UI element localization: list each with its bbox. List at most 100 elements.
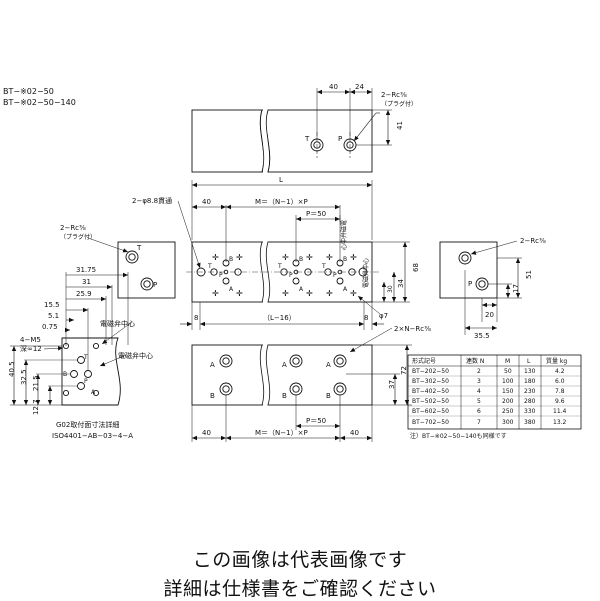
svg-text:7: 7 xyxy=(477,419,481,426)
front-dim-p50: P＝50 xyxy=(306,210,326,218)
g02-dim-127: 12.7 xyxy=(32,399,40,415)
svg-text:BT−402−50: BT−402−50 xyxy=(412,388,449,395)
svg-text:280: 280 xyxy=(524,398,536,405)
left-port-t: T xyxy=(136,244,142,252)
left-plug-note: （プラグ付） xyxy=(60,233,96,241)
top-port-note: 2−Rc⅜ xyxy=(381,91,407,99)
svg-text:✛: ✛ xyxy=(306,289,313,298)
svg-text:13.2: 13.2 xyxy=(553,419,567,426)
model-title-2: BT−※02−50−140 xyxy=(3,98,76,107)
bottom-port-a-2: A xyxy=(282,361,287,369)
right-dim-17: 17 xyxy=(512,284,520,293)
bottom-dim-p50: P＝50 xyxy=(306,417,326,425)
svg-text:150: 150 xyxy=(502,388,514,395)
front-center-note: 心中弁磁電 xyxy=(340,220,348,250)
table-note: 注）BT−※02−50−140も同様です xyxy=(410,432,507,440)
svg-text:P: P xyxy=(84,378,88,385)
svg-text:✛: ✛ xyxy=(350,253,357,262)
g02-dim-405: 40.5 xyxy=(8,361,16,377)
svg-text:A: A xyxy=(299,286,304,293)
front-dim-34: 34 xyxy=(397,279,405,288)
front-dim-8-right: 8 xyxy=(364,314,368,322)
g02-center-1: 電磁弁中心 xyxy=(100,319,135,328)
right-port-note: 2−Rc⅜ xyxy=(520,237,546,245)
table-row: BT−502−50 5 200 280 9.6 xyxy=(412,398,565,405)
svg-text:2: 2 xyxy=(477,368,481,375)
g02-dim-215: 21.5 xyxy=(32,375,40,391)
g02-port-labels: T B P A xyxy=(63,354,96,396)
front-ports-note: 2×N−Rc⅜ xyxy=(394,325,431,333)
top-view xyxy=(191,88,392,174)
svg-text:6: 6 xyxy=(477,408,481,415)
svg-text:230: 230 xyxy=(524,388,536,395)
svg-text:✛: ✛ xyxy=(236,289,243,298)
svg-text:380: 380 xyxy=(524,419,536,426)
svg-text:T: T xyxy=(207,263,212,270)
table-header: L xyxy=(527,358,531,365)
right-dim-355: 35.5 xyxy=(474,332,490,340)
bottom-view xyxy=(191,343,412,442)
table-row: BT−602−50 6 250 330 11.4 xyxy=(412,408,567,415)
svg-text:BT−602−50: BT−602−50 xyxy=(412,408,449,415)
svg-text:✛: ✛ xyxy=(282,289,289,298)
bottom-dim-37: 37 xyxy=(388,380,396,389)
svg-text:P: P xyxy=(333,272,337,279)
front-dim-68: 68 xyxy=(412,263,420,272)
svg-text:4.2: 4.2 xyxy=(555,368,565,375)
g02-detail xyxy=(10,272,133,406)
bottom-dim-40-left: 40 xyxy=(202,429,211,437)
svg-text:5: 5 xyxy=(477,398,481,405)
front-dim-L: L xyxy=(279,176,283,184)
right-dim-20: 20 xyxy=(485,311,494,319)
table-header: 質量 kg xyxy=(546,357,567,365)
front-thru-note: 2−φ8.8貫通 xyxy=(132,196,172,205)
svg-text:T: T xyxy=(83,354,88,361)
bottom-port-b-2: B xyxy=(282,392,287,400)
svg-text:200: 200 xyxy=(502,398,514,405)
svg-text:9.6: 9.6 xyxy=(555,398,565,405)
svg-text:330: 330 xyxy=(524,408,536,415)
g02-dim-51: 5.1 xyxy=(48,312,59,320)
bottom-port-a: A xyxy=(210,361,215,369)
front-phi7: φ7 xyxy=(379,312,388,320)
svg-text:B: B xyxy=(229,256,233,263)
svg-text:250: 250 xyxy=(502,408,514,415)
right-port-p: P xyxy=(468,280,472,288)
svg-text:100: 100 xyxy=(502,378,514,385)
table-header: 形式記号 xyxy=(412,357,436,365)
svg-text:4: 4 xyxy=(477,388,481,395)
g02-dim-31: 31 xyxy=(82,278,91,286)
svg-text:11.4: 11.4 xyxy=(553,408,567,415)
left-port-p: P xyxy=(153,281,157,289)
svg-text:T: T xyxy=(277,263,282,270)
bottom-port-b: B xyxy=(210,392,215,400)
svg-text:B: B xyxy=(63,371,67,378)
table-header: 連数 N xyxy=(466,357,484,365)
bottom-port-b-3: B xyxy=(326,392,331,400)
svg-text:✛: ✛ xyxy=(326,289,333,298)
svg-text:BT−502−50: BT−502−50 xyxy=(412,398,449,405)
top-dim-40: 40 xyxy=(329,83,338,91)
svg-text:✛: ✛ xyxy=(236,253,243,262)
svg-text:✛: ✛ xyxy=(306,253,313,262)
model-title-1: BT−※02−50 xyxy=(3,87,54,96)
svg-text:P: P xyxy=(289,272,293,279)
top-plug-note: （プラグ付） xyxy=(381,100,417,108)
g02-caption-1: G02取付面寸法詳細 xyxy=(56,420,119,429)
top-dim-24: 24 xyxy=(355,83,364,91)
bottom-dim-40-right: 40 xyxy=(350,429,359,437)
front-dim-40: 40 xyxy=(202,198,211,206)
g02-dim-155: 15.5 xyxy=(44,301,60,309)
top-port-p-label: P xyxy=(338,135,342,143)
g02-dim-3175: 31.75 xyxy=(76,266,96,274)
top-dim-41: 41 xyxy=(396,121,404,130)
svg-text:BT−702−50: BT−702−50 xyxy=(412,419,449,426)
g02-dim-325: 32.5 xyxy=(20,369,28,385)
g02-center-2: 電磁弁中心 xyxy=(118,351,153,360)
svg-text:130: 130 xyxy=(524,368,536,375)
svg-text:✛: ✛ xyxy=(212,289,219,298)
front-center-note-2: 電磁弁中心 xyxy=(362,258,370,288)
